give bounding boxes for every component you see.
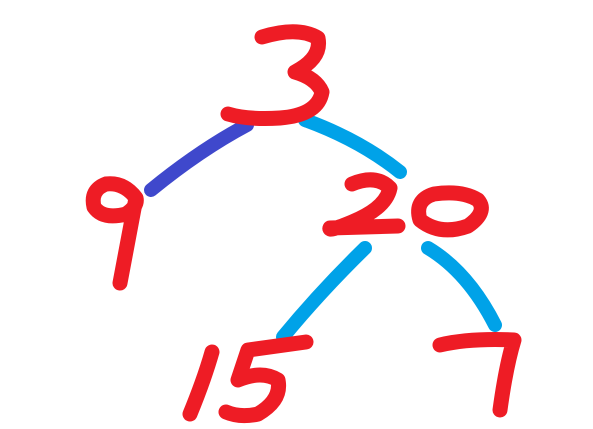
node-7: 7 bbox=[432, 332, 522, 418]
node-3: 3 bbox=[220, 24, 330, 126]
node-15-digit-5 bbox=[218, 334, 314, 424]
node-15: 15 bbox=[182, 334, 314, 424]
edge-20-to-7 bbox=[421, 241, 502, 332]
edge-3-to-9 bbox=[144, 118, 254, 197]
node-9-glyph bbox=[85, 176, 144, 291]
node-20-digit-0 bbox=[411, 185, 489, 238]
node-15-digit-1 bbox=[182, 344, 220, 422]
node-3-glyph bbox=[220, 24, 330, 126]
node-20: 20 bbox=[322, 172, 489, 238]
node-9: 9 bbox=[85, 176, 144, 291]
edge-20-to-15 bbox=[276, 241, 372, 344]
tree-edges bbox=[144, 113, 502, 344]
edge-3-to-20 bbox=[298, 113, 407, 179]
node-20-digit-2 bbox=[322, 172, 406, 237]
node-7-glyph bbox=[432, 332, 522, 418]
